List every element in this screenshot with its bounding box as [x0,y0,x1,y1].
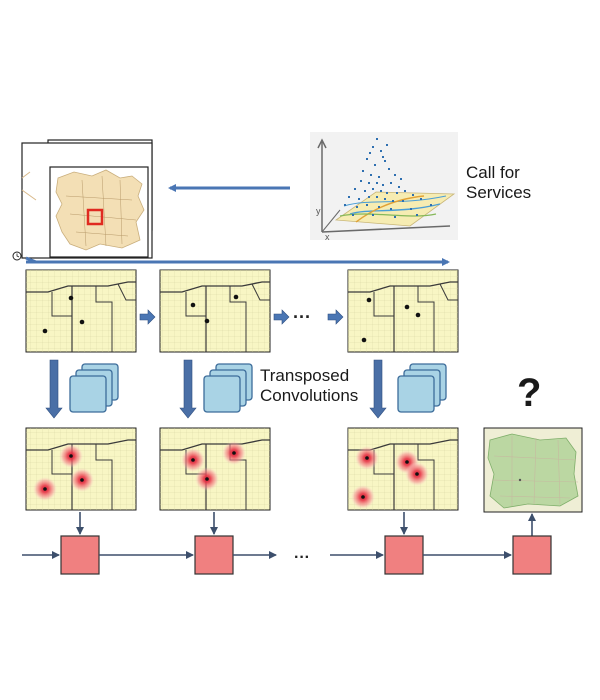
map-stack [21,139,153,259]
row1-arrow-2 [273,309,290,325]
rnn-ellipsis: ··· [294,549,310,566]
transposed-line2: Convolutions [260,385,359,405]
conv-kernels-1 [69,363,119,413]
heatmap-2 [159,427,271,511]
incident-map-1 [25,269,137,353]
rnn-cell-2 [194,535,234,575]
transposed-convolutions-label: Transposed Convolutions [260,366,358,405]
call-for-services-line1: Call for [466,163,520,182]
row1-arrow-1 [139,309,156,325]
rnn-cell-output [512,535,552,575]
call-for-services-line2: Services [466,182,532,202]
row1-ellipsis: ··· [293,307,311,327]
transposed-line1: Transposed [260,366,350,385]
rnn-cell-n [384,535,424,575]
axis-x-label: x [325,232,330,242]
question-mark: ? [517,371,542,415]
clock-icon [12,251,22,261]
conv-kernels-3 [397,363,447,413]
rnn-cell-1 [60,535,100,575]
incident-map-n [347,269,459,353]
axis-y-label: y [316,206,321,216]
predicted-map [483,427,583,513]
down-arrow-2 [179,359,197,419]
heatmap-1 [25,427,137,511]
call-for-services-plot: y x [310,132,458,242]
heatmap-n [347,427,459,511]
call-for-services-label: Call for Services [466,163,531,202]
down-arrow-3 [369,359,387,419]
conv-kernels-2 [203,363,253,413]
down-arrow-1 [45,359,63,419]
timeline-arrow [25,256,450,266]
scatter-points [344,138,432,218]
incident-map-2 [159,269,271,353]
row1-arrow-3 [327,309,344,325]
